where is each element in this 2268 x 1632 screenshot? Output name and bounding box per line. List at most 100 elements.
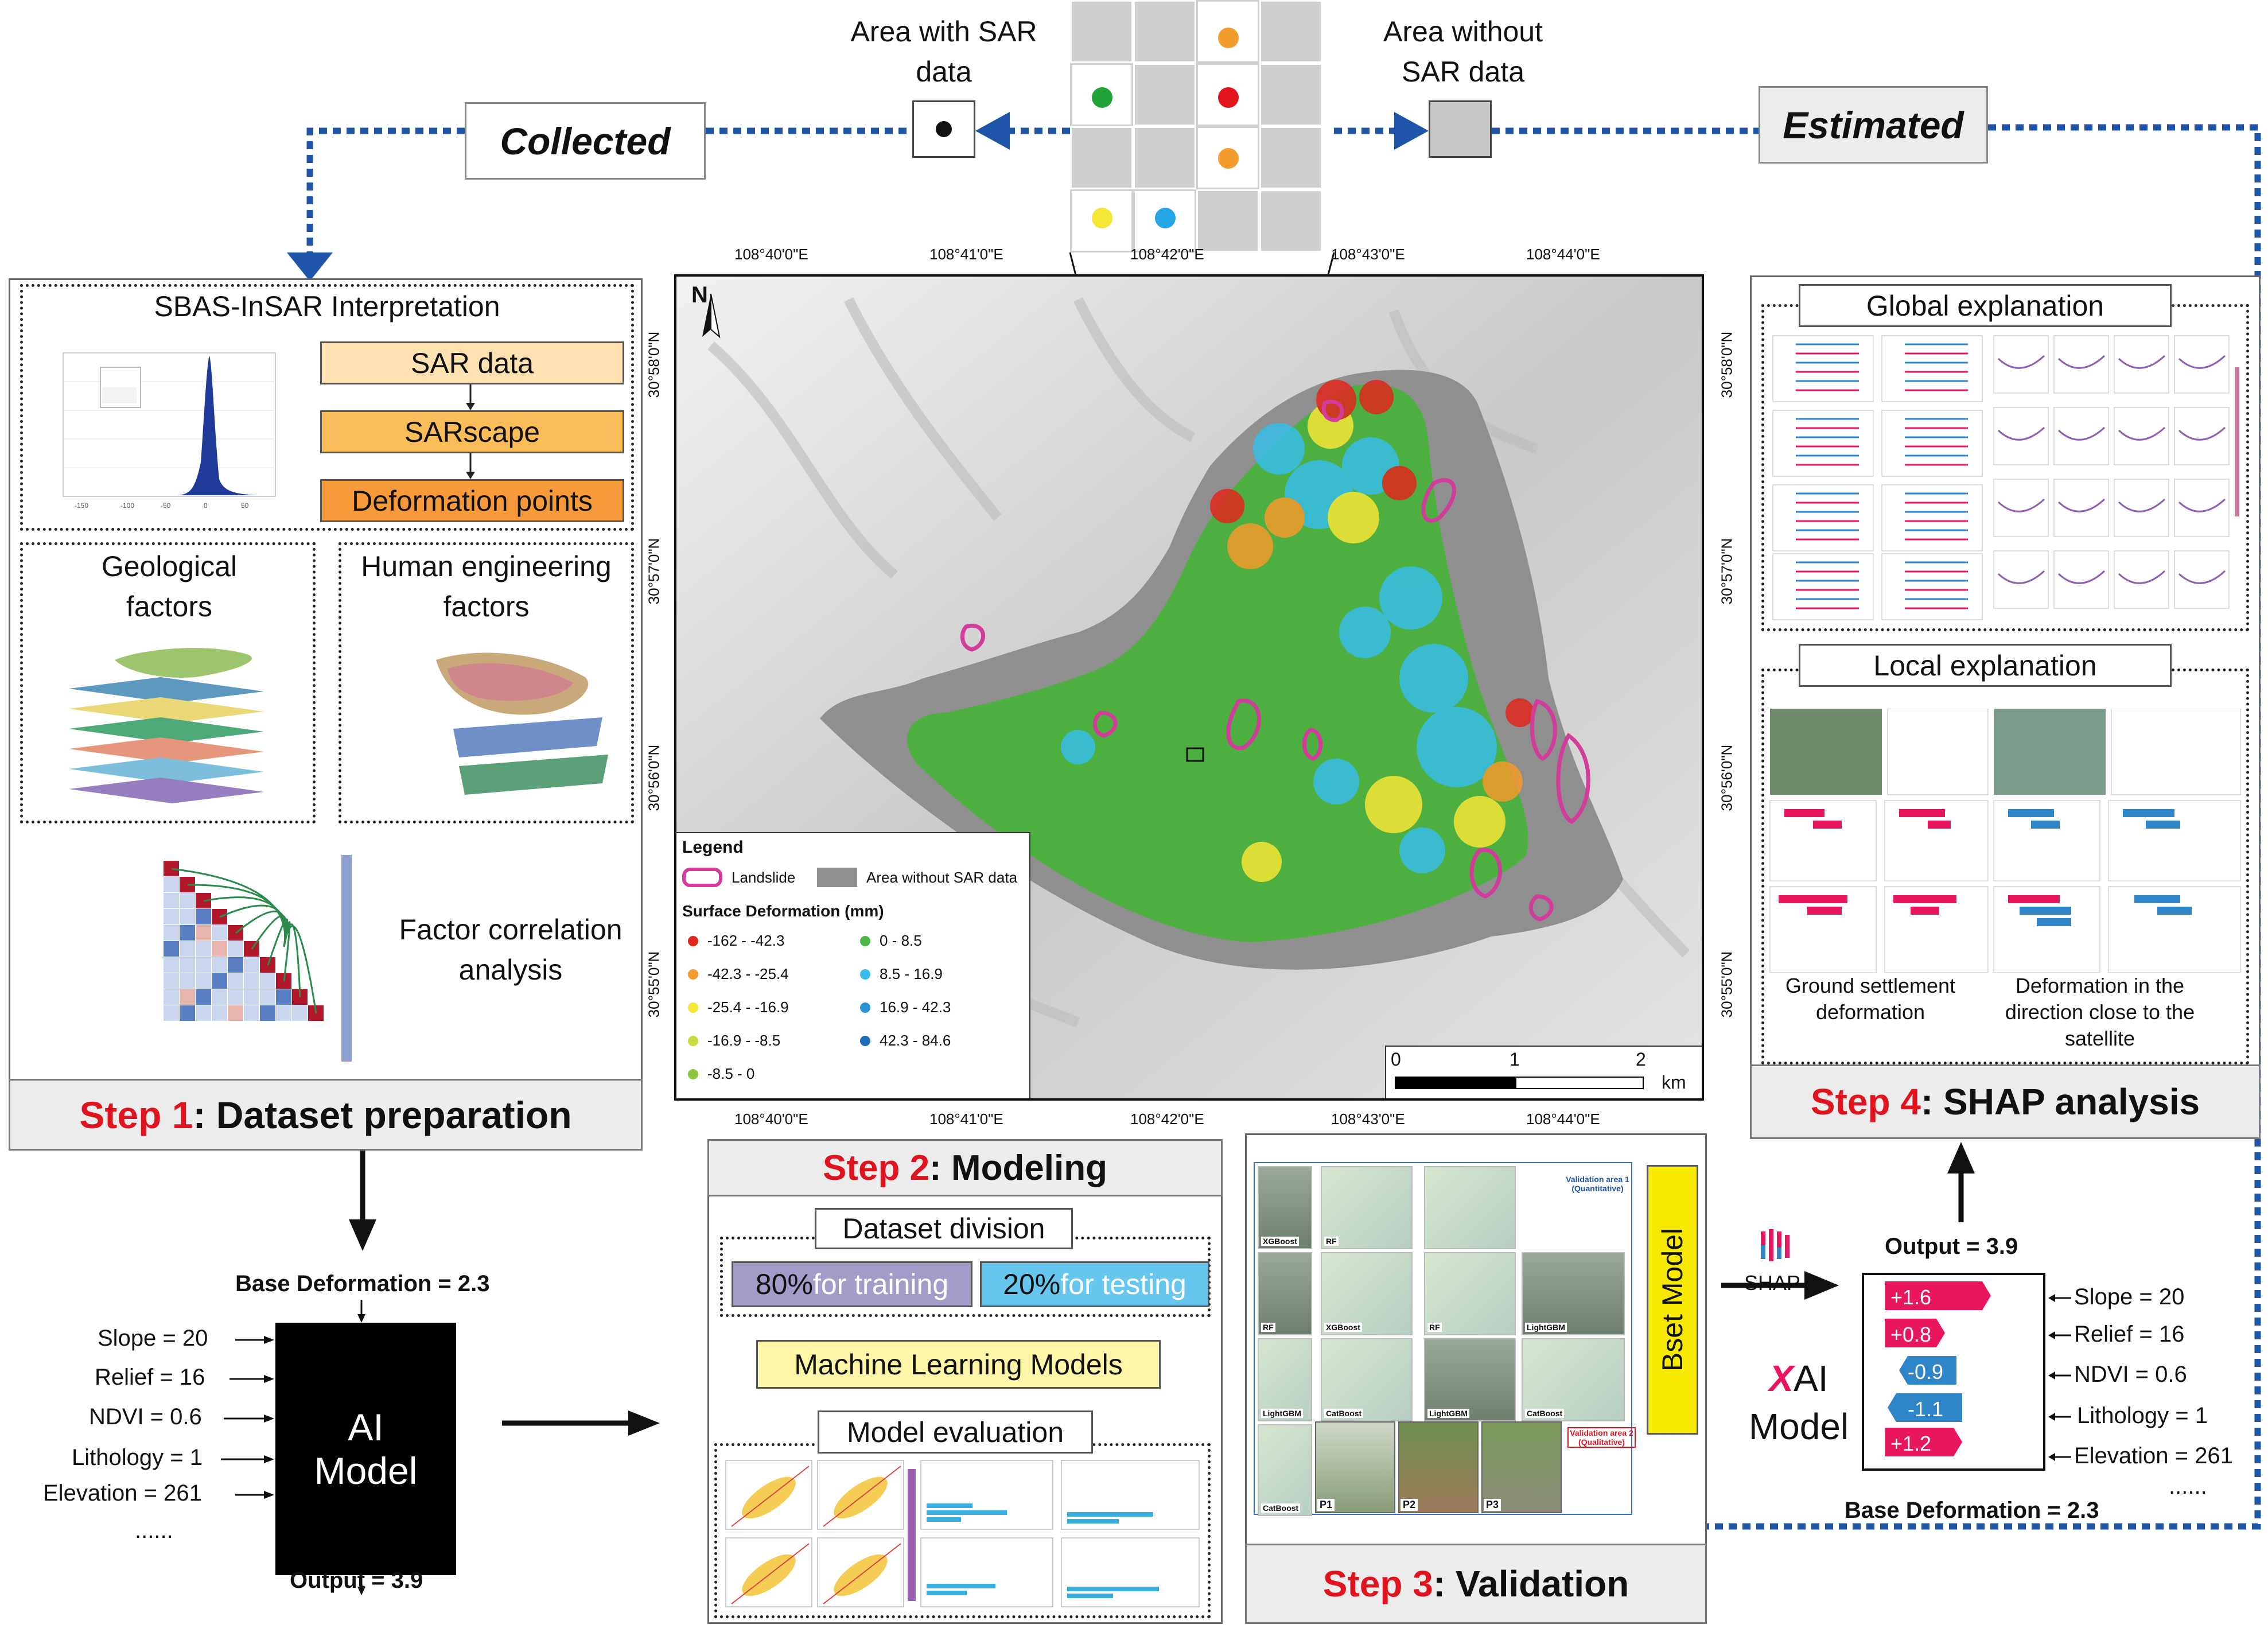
- heatmap-cell: [196, 1005, 211, 1021]
- heatmap-cell: [212, 925, 227, 941]
- heatmap-cell: [244, 973, 259, 989]
- dependence-curve: [2178, 426, 2226, 441]
- shap-feature-ndvi: NDVI = 0.6: [2074, 1362, 2187, 1387]
- shap-feature-slope: Slope = 20: [2074, 1284, 2185, 1310]
- thumbnail-label: XGBoost: [1261, 1237, 1299, 1246]
- deformation-map: N Legend Landslide Area without SAR data…: [674, 274, 1704, 1101]
- orange-point: [1218, 28, 1239, 48]
- svg-text:0: 0: [204, 502, 208, 510]
- model-evaluation-charts: [725, 1460, 1200, 1607]
- map-top-tick: 108°42'0"E: [1130, 246, 1204, 263]
- map-bottom-tick: 108°44'0"E: [1526, 1110, 1600, 1128]
- dependence-plot: [2053, 407, 2109, 465]
- dataset-division-title: Dataset division: [815, 1208, 1073, 1249]
- beeswarm-plot: [1881, 484, 1983, 551]
- dependence-curve: [1997, 426, 2045, 441]
- ai-base-deformation: Base Deformation = 2.3: [235, 1271, 490, 1296]
- ai-input-relief: Relief = 16: [95, 1365, 205, 1390]
- heatmap-cell: [244, 1005, 259, 1021]
- validation-thumbnail: RF: [1258, 1252, 1312, 1335]
- thumbnail-label: XGBoost: [1324, 1323, 1362, 1332]
- dependence-plot: [2114, 407, 2169, 465]
- heatmap-cell: [196, 957, 211, 973]
- heatmap-cell: [180, 957, 195, 973]
- heatmap-cell: [164, 1005, 179, 1021]
- map-left-tick: 30°55'0"N: [645, 951, 663, 1018]
- shap-feature-lithology: Lithology = 1: [2077, 1403, 2208, 1428]
- yellow-point: [1092, 208, 1112, 228]
- heatmap-cell: [212, 989, 227, 1005]
- beeswarm-plot: [1772, 484, 1874, 551]
- area-without-sar-label: Area without SAR data: [1383, 15, 1543, 88]
- map-right-tick: 30°55'0"N: [1718, 951, 1736, 1018]
- dependence-plot: [2114, 550, 2169, 609]
- shap-feature-relief: Relief = 16: [2074, 1322, 2185, 1347]
- legend-class: 16.9 - 42.3: [860, 998, 951, 1016]
- legend-dot-icon: [688, 969, 698, 980]
- thumbnail-label: LightGBM: [1525, 1323, 1567, 1332]
- thumbnail-label: CatBoost: [1525, 1409, 1565, 1418]
- flow-arrows: [466, 384, 475, 479]
- legend-dot-icon: [688, 1002, 698, 1013]
- heatmap-cell: [196, 941, 211, 957]
- geological-box: [20, 542, 316, 823]
- map-bottom-tick: 108°40'0"E: [734, 1110, 808, 1128]
- heatmap-cell: [164, 893, 179, 908]
- green-point: [1092, 87, 1112, 108]
- validation-area-2-label: Validation area 2(Qualitative): [1567, 1427, 1636, 1448]
- dependence-curve: [2057, 570, 2106, 584]
- map-top-tick: 108°40'0"E: [734, 246, 808, 263]
- heatmap-cell: [260, 973, 275, 989]
- validation-thumbnail: CatBoost: [1258, 1424, 1312, 1516]
- sar-sample-box: [912, 100, 975, 158]
- beeswarm-plot: [1772, 335, 1874, 402]
- svg-text:50: 50: [241, 502, 249, 510]
- shap-bar-label: +1.6: [1890, 1285, 1932, 1309]
- heatmap-cell: [244, 957, 259, 973]
- map-left-tick: 30°57'0"N: [645, 538, 663, 605]
- validation-area-1-label: Validation area 1(Quantitative): [1566, 1175, 1629, 1193]
- legend-class: 0 - 8.5: [860, 932, 922, 950]
- global-explanation-title: Global explanation: [1799, 284, 2172, 327]
- beeswarm-plot: [1881, 335, 1983, 402]
- dependence-curve: [2118, 570, 2166, 584]
- dependence-curve: [2057, 355, 2106, 369]
- shap-bar-label: -1.1: [1908, 1397, 1944, 1421]
- heatmap-cell: [228, 973, 243, 989]
- thumbnail-label: LightGBM: [1427, 1409, 1469, 1418]
- dependence-plot: [2114, 335, 2169, 394]
- heatmap-cell: [180, 1005, 195, 1021]
- validation-thumbnail: RF: [1321, 1166, 1413, 1249]
- legend-dot-icon: [688, 935, 698, 946]
- validation-thumbnail: LightGBM: [1424, 1338, 1516, 1421]
- best-model-box: Bset Model: [1647, 1165, 1698, 1435]
- dependence-curve: [2057, 426, 2106, 441]
- heatmap-cell: [244, 989, 259, 1005]
- shap-feature-elevation: Elevation = 261: [2074, 1443, 2233, 1468]
- human-factors-image: [436, 652, 608, 795]
- orange-point: [1218, 148, 1239, 169]
- map-left-tick: 30°58'0"N: [645, 331, 663, 398]
- thumbnail-label: CatBoost: [1261, 1503, 1301, 1513]
- shap-logo-icon: [1759, 1228, 1793, 1262]
- shap-logo-text: SHAP: [1744, 1271, 1801, 1295]
- dependence-curve: [2178, 498, 2226, 512]
- shap-bar-label: +0.8: [1890, 1323, 1932, 1346]
- heatmap-cell: [212, 909, 227, 924]
- map-bottom-tick: 108°43'0"E: [1331, 1110, 1405, 1128]
- no-sar-sample-box: [1429, 100, 1492, 158]
- ml-models-box: Machine Learning Models: [756, 1340, 1161, 1389]
- red-point: [1218, 87, 1239, 108]
- heatmap-cell: [276, 1005, 291, 1021]
- map-legend: Legend Landslide Area without SAR data S…: [676, 832, 1030, 1098]
- human-engineering-title: Human engineering factors: [361, 550, 612, 623]
- ai-input-lithology: Lithology = 1: [72, 1445, 203, 1470]
- dependence-plot: [2174, 479, 2230, 537]
- ai-input-ellipsis: ......: [135, 1518, 173, 1543]
- satellite-direction-label: Deformation in the direction close to th…: [2005, 974, 2195, 1050]
- legend-class: 42.3 - 84.6: [860, 1032, 951, 1050]
- dependence-plot: [1993, 407, 2049, 465]
- step1-title: Step 1: Dataset preparation: [9, 1079, 643, 1151]
- heatmap-cell: [180, 973, 195, 989]
- human-engineering-box: [339, 542, 634, 823]
